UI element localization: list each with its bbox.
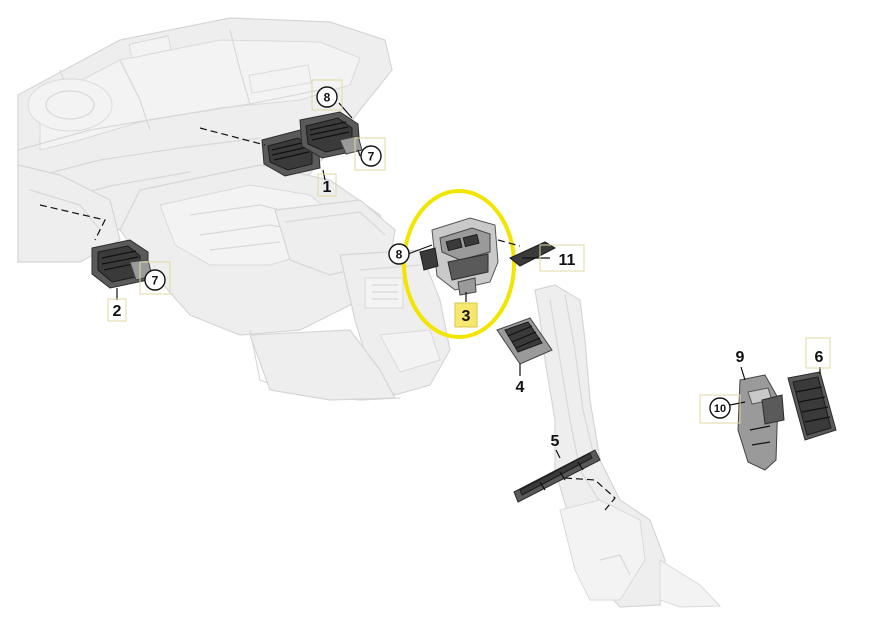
callout-7-top: 7 — [368, 150, 375, 164]
callout-1[interactable]: 1 — [323, 179, 332, 196]
number-callouts: 1 2 3 4 5 6 9 11 — [113, 179, 824, 450]
callout-5[interactable]: 5 — [551, 433, 560, 450]
label-box-7-left — [139, 261, 171, 295]
callout-10: 10 — [714, 403, 726, 415]
label-box-11 — [539, 244, 585, 272]
highlight-circle — [402, 189, 516, 339]
callout-11[interactable]: 11 — [559, 252, 576, 269]
part-4-grille[interactable] — [496, 317, 553, 365]
leader-5 — [555, 449, 561, 459]
callout-6[interactable]: 6 — [815, 349, 824, 366]
label-box-7-top — [354, 137, 386, 171]
callout-3[interactable]: 3 — [462, 308, 471, 325]
callout-7-left: 7 — [152, 274, 159, 288]
dash-5 — [564, 477, 616, 511]
dash-1 — [199, 127, 266, 146]
highlight-label-box-3 — [454, 302, 478, 328]
callout-8-mid: 8 — [396, 248, 403, 262]
leader-8-mid — [407, 244, 433, 255]
callout-8-top: 8 — [324, 91, 331, 105]
part-1-front-center-vents[interactable] — [261, 111, 363, 177]
leader-9 — [740, 366, 746, 381]
label-box-8-top — [311, 79, 343, 111]
part-3-rear-vent[interactable] — [419, 217, 499, 296]
dashboard-ghost — [17, 17, 451, 401]
part-5-rail[interactable] — [513, 449, 601, 503]
part-6-filter[interactable] — [787, 371, 837, 441]
label-box-6 — [805, 337, 831, 369]
part-2-side-vent[interactable] — [91, 239, 153, 289]
dash-11 — [497, 239, 521, 247]
label-box-1 — [317, 173, 337, 197]
leader-7-top — [357, 149, 361, 157]
leader-8-top — [338, 102, 353, 119]
label-box-10 — [699, 394, 741, 424]
callout-4[interactable]: 4 — [516, 379, 525, 396]
leader-10 — [729, 401, 746, 406]
part-11-insert[interactable] — [509, 241, 557, 267]
callout-9[interactable]: 9 — [736, 349, 745, 366]
circled-callouts: 8 7 7 8 10 — [144, 86, 731, 419]
rear-duct-ghost — [534, 284, 722, 608]
callout-2[interactable]: 2 — [113, 303, 122, 320]
part-9-bracket[interactable] — [737, 374, 785, 471]
leader-1 — [322, 169, 326, 181]
label-box-2 — [107, 298, 127, 322]
dash-2 — [39, 204, 106, 241]
